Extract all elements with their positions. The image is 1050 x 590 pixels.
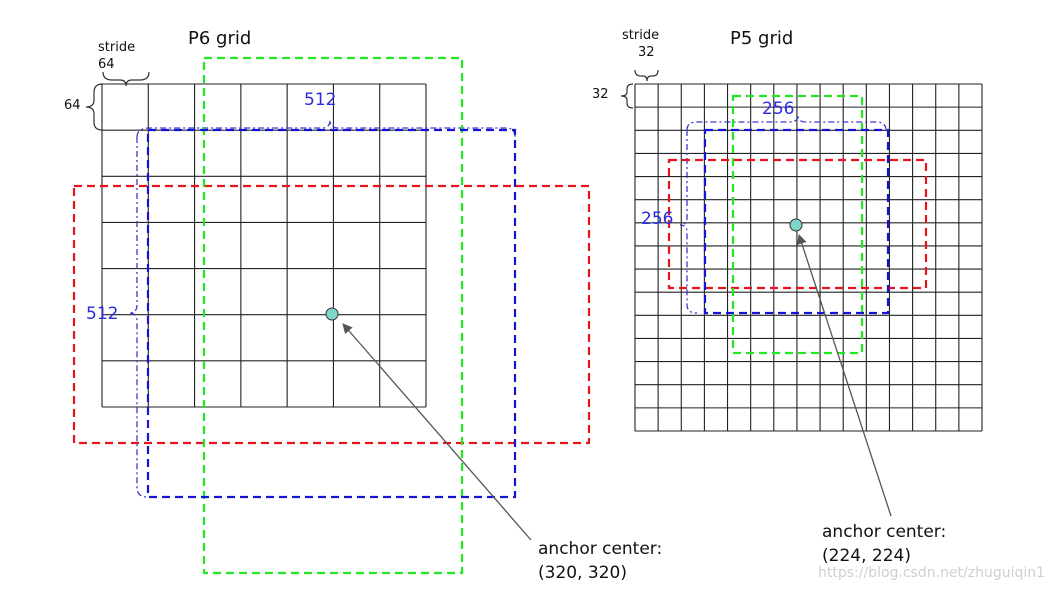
p6-stride-value: 64 [98, 57, 115, 72]
p6-anchor-center-dot [325, 307, 339, 321]
p5-side-brace [620, 83, 634, 109]
p6-stride-brace [102, 71, 150, 87]
p6-dimension-left: 512 [86, 304, 118, 324]
p6-anchor-arrow [342, 323, 532, 541]
p6-title: P6 grid [188, 28, 251, 49]
watermark: https://blog.csdn.net/zhuguiqin1 [818, 565, 1045, 581]
p5-blue-anchor-box [703, 128, 890, 315]
p6-red-anchor-box [72, 184, 591, 445]
p5-anchor-center-dot [789, 218, 803, 232]
p6-grid [101, 83, 427, 408]
p6-anchor-caption-line1: anchor center: [538, 539, 662, 559]
p6-anchor-caption-line2: (320, 320) [538, 563, 627, 583]
p5-anchor-arrow [797, 234, 892, 517]
p6-dashdot-left [128, 137, 148, 498]
p5-green-anchor-box [731, 94, 864, 355]
p5-stride-word: stride [622, 28, 659, 43]
p6-green-anchor-box [202, 56, 464, 575]
p6-dimension-top: 512 [304, 90, 336, 110]
p6-side-label: 64 [64, 98, 81, 113]
p5-title: P5 grid [730, 28, 793, 49]
p6-panel: P6 grid stride 64 64 512 512 anchor cent… [64, 28, 662, 583]
p6-stride-word: stride [98, 40, 135, 55]
p5-dimension-left: 256 [641, 209, 673, 229]
p6-dashdot-top [136, 119, 516, 138]
p5-dimension-top: 256 [762, 99, 794, 119]
p5-dashdot-top [686, 114, 887, 131]
p5-red-anchor-box [667, 158, 928, 290]
p5-grid [634, 83, 983, 432]
p6-side-brace [85, 83, 103, 131]
p5-panel: P5 grid stride 32 32 256 256 anchor cent… [592, 28, 983, 566]
p5-anchor-caption-line1: anchor center: [822, 522, 946, 542]
p5-stride-value: 32 [638, 45, 655, 60]
p5-anchor-caption-line2: (224, 224) [822, 546, 911, 566]
p5-stride-brace [634, 69, 659, 82]
p5-side-label: 32 [592, 87, 609, 102]
p6-blue-anchor-box [146, 128, 517, 499]
p5-dashdot-left [679, 130, 698, 314]
